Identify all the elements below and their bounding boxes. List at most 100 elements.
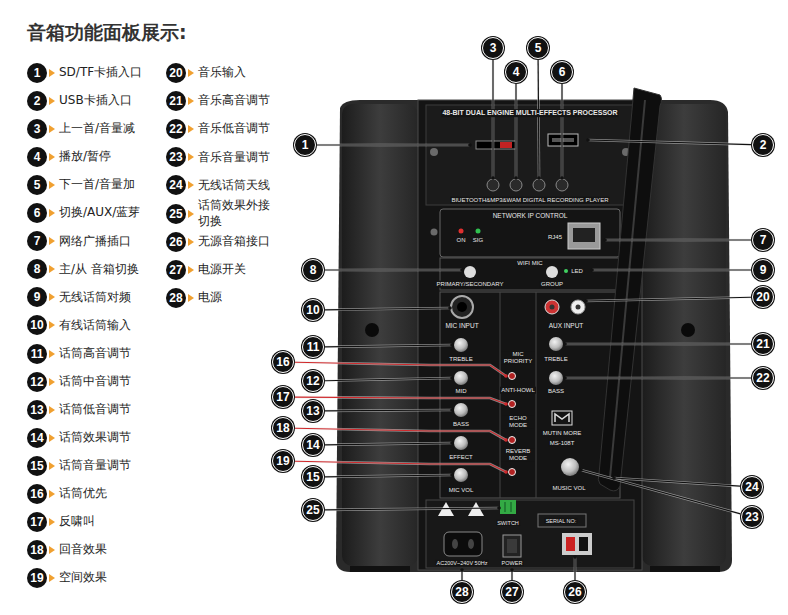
callout-number: 17 (27, 512, 47, 532)
leader-line-halo (325, 409, 452, 413)
leader-line (537, 60, 539, 178)
speaker-cabinet (336, 100, 732, 572)
callout-marker: 21 (752, 333, 774, 355)
leader-line (295, 461, 506, 472)
callout-number: 5 (27, 175, 47, 195)
mixer-controls-part (451, 296, 473, 318)
power-module-part (507, 539, 517, 553)
pointer-arrow (188, 153, 194, 161)
part-description: 音乐输入 (198, 65, 246, 81)
mixer-controls-part (509, 469, 516, 476)
mixer-controls-part (536, 292, 537, 498)
panel-label: WIFI MIC (516, 260, 543, 267)
control-panel-part (431, 229, 438, 236)
callout-number: 25 (302, 499, 324, 521)
leader-line-halo (586, 297, 751, 301)
control-panel-part (426, 105, 634, 205)
panel-label: SIG (472, 237, 484, 244)
legend-item: 5下一首/音量加 (27, 175, 135, 195)
legend-item: 7网络广播插口 (27, 231, 131, 251)
pointer-arrow (188, 210, 194, 218)
leader-line (325, 308, 450, 310)
panel-label: ON (456, 237, 467, 244)
callout-number: 26 (166, 232, 186, 252)
legend-item: 12话筒中音调节 (27, 372, 131, 392)
callout-number: 9 (27, 287, 47, 307)
part-description: 回音效果 (59, 542, 107, 558)
part-description: 话筒效果外接切换 (198, 198, 272, 229)
callout-marker: 11 (302, 336, 324, 358)
part-description: 无线话筒对频 (59, 290, 131, 306)
mixer-controls-part (571, 300, 585, 314)
leader-end-dot (448, 306, 452, 310)
callout-marker: 7 (752, 229, 774, 251)
leader-end-dot (584, 299, 588, 303)
control-panel-part (430, 148, 438, 156)
leader-line (574, 557, 575, 580)
legend-item: 11话筒高音调节 (27, 344, 131, 364)
callout-number: 24 (166, 175, 186, 195)
panel-label: MID (455, 388, 468, 395)
control-panel-part (418, 100, 642, 570)
callout-number: 17 (272, 386, 294, 408)
callout-number: 14 (302, 434, 324, 456)
pointer-arrow (49, 462, 55, 470)
power-module-part (511, 502, 512, 512)
legend-item: 3上一首/音量减 (27, 119, 135, 139)
leader-end-dot (504, 438, 508, 442)
wifi-mic-module-part (564, 269, 568, 273)
mixer-controls-part (454, 436, 468, 450)
leader-line (605, 239, 751, 240)
callout-number: 25 (166, 204, 186, 224)
callout-number: 13 (302, 400, 324, 422)
pointer-arrow (49, 406, 55, 414)
media-player-module-part (533, 179, 545, 191)
pointer-arrow (188, 97, 194, 105)
callout-number: 12 (27, 372, 47, 392)
panel-label: AUX INPUT (548, 322, 585, 329)
leader-line (592, 269, 751, 270)
part-description: 有线话筒输入 (59, 318, 131, 334)
leader-line-halo (317, 144, 470, 147)
callout-number: 18 (272, 417, 294, 439)
callout-number: 16 (27, 484, 47, 504)
legend-item: 26无源音箱接口 (166, 232, 270, 252)
callout-number: 10 (302, 299, 324, 321)
leader-end-dot (468, 143, 472, 147)
leader-line-halo (592, 269, 751, 272)
callout-marker: 26 (564, 581, 586, 603)
part-description: 音乐高音调节 (198, 93, 270, 109)
leader-line (325, 443, 452, 445)
callout-number: 23 (741, 506, 763, 528)
mixer-controls (440, 292, 620, 498)
callout-marker: 6 (551, 61, 573, 83)
part-description: 播放/暂停 (59, 149, 111, 165)
leader-line (561, 84, 562, 178)
part-description: 无线话筒天线 (198, 178, 270, 194)
panel-label: ECHO MODE (502, 415, 534, 428)
callout-marker: 3 (482, 37, 504, 59)
leader-line-halo (325, 508, 499, 510)
callout-number: 12 (302, 370, 324, 392)
control-panel (418, 100, 642, 570)
leader-line-halo (325, 475, 452, 477)
pointer-arrow (49, 265, 55, 273)
page-title: 音箱功能面板展示: (27, 20, 187, 46)
speaker-cabinet-part (650, 566, 720, 572)
callout-number: 23 (166, 147, 186, 167)
speaker-cabinet-part (336, 100, 732, 572)
panel-label: BASS (452, 421, 470, 428)
callout-marker: 27 (501, 581, 523, 603)
leader-line-halo (295, 461, 506, 472)
power-module-part (426, 500, 634, 568)
pointer-arrow (49, 293, 55, 301)
leader-line (325, 345, 452, 347)
callout-marker: 24 (741, 476, 763, 498)
callout-number: 6 (551, 61, 573, 83)
mixer-controls-part (500, 292, 501, 498)
leader-line (565, 343, 751, 344)
panel-label: SERIAL NO: (545, 518, 578, 524)
pointer-arrow (188, 238, 194, 246)
